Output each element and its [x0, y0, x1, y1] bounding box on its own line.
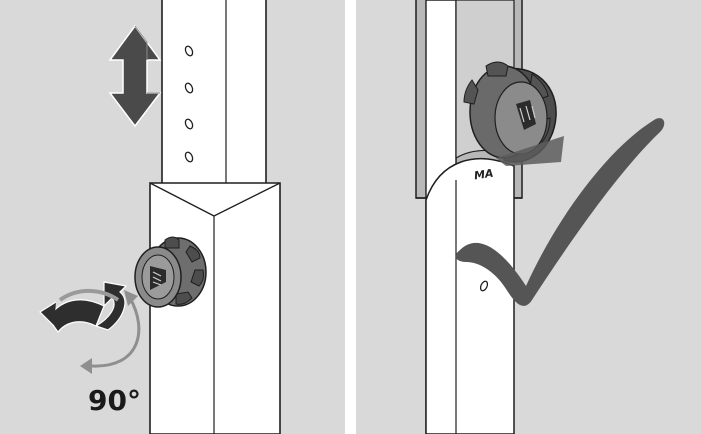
rotation-angle-label: 90°: [88, 384, 141, 417]
panel-left-adjust-height: 90°: [0, 0, 345, 434]
left-illustration: [0, 0, 345, 434]
right-illustration: [356, 0, 701, 434]
tube-marking-text: MA: [473, 167, 494, 183]
panel-right-locked: MA: [356, 0, 701, 434]
inner-tube: [162, 0, 266, 198]
outer-tube: [150, 183, 280, 434]
